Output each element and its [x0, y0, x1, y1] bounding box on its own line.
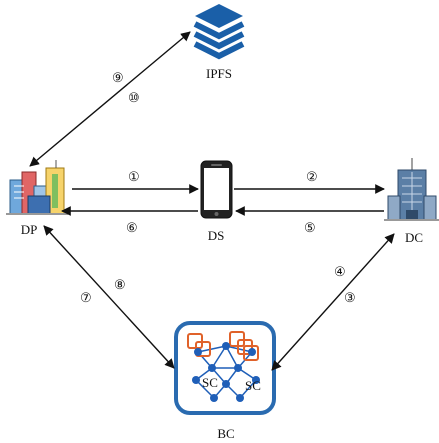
city-buildings-icon — [6, 160, 68, 215]
dp-label: DP — [21, 222, 38, 237]
step-8: ⑧ — [114, 277, 126, 292]
ipfs-label: IPFS — [206, 66, 232, 81]
ipfs-layers-icon — [193, 4, 245, 60]
step-6: ⑥ — [126, 220, 138, 235]
step-9: ⑨ — [112, 70, 124, 85]
ds-label: DS — [208, 228, 225, 243]
bc-label: BC — [217, 426, 234, 441]
step-7: ⑦ — [80, 290, 92, 305]
step-2: ② — [306, 169, 318, 184]
step-3: ③ — [344, 290, 356, 305]
arrow-dp-bc — [43, 225, 175, 369]
sc-label-right: SC — [245, 378, 261, 393]
step-5: ⑤ — [304, 220, 316, 235]
step-10: ⑩ — [128, 90, 140, 105]
step-4: ④ — [334, 264, 346, 279]
sc-label-left: SC — [202, 375, 218, 390]
dc-label: DC — [405, 230, 423, 245]
arrow-dp-ipfs — [29, 31, 191, 167]
office-tower-icon — [384, 158, 439, 221]
step-1: ① — [128, 169, 140, 184]
blockchain-network-icon — [174, 321, 276, 415]
smartphone-icon — [200, 160, 233, 219]
arrow-dc-bc — [271, 233, 395, 371]
